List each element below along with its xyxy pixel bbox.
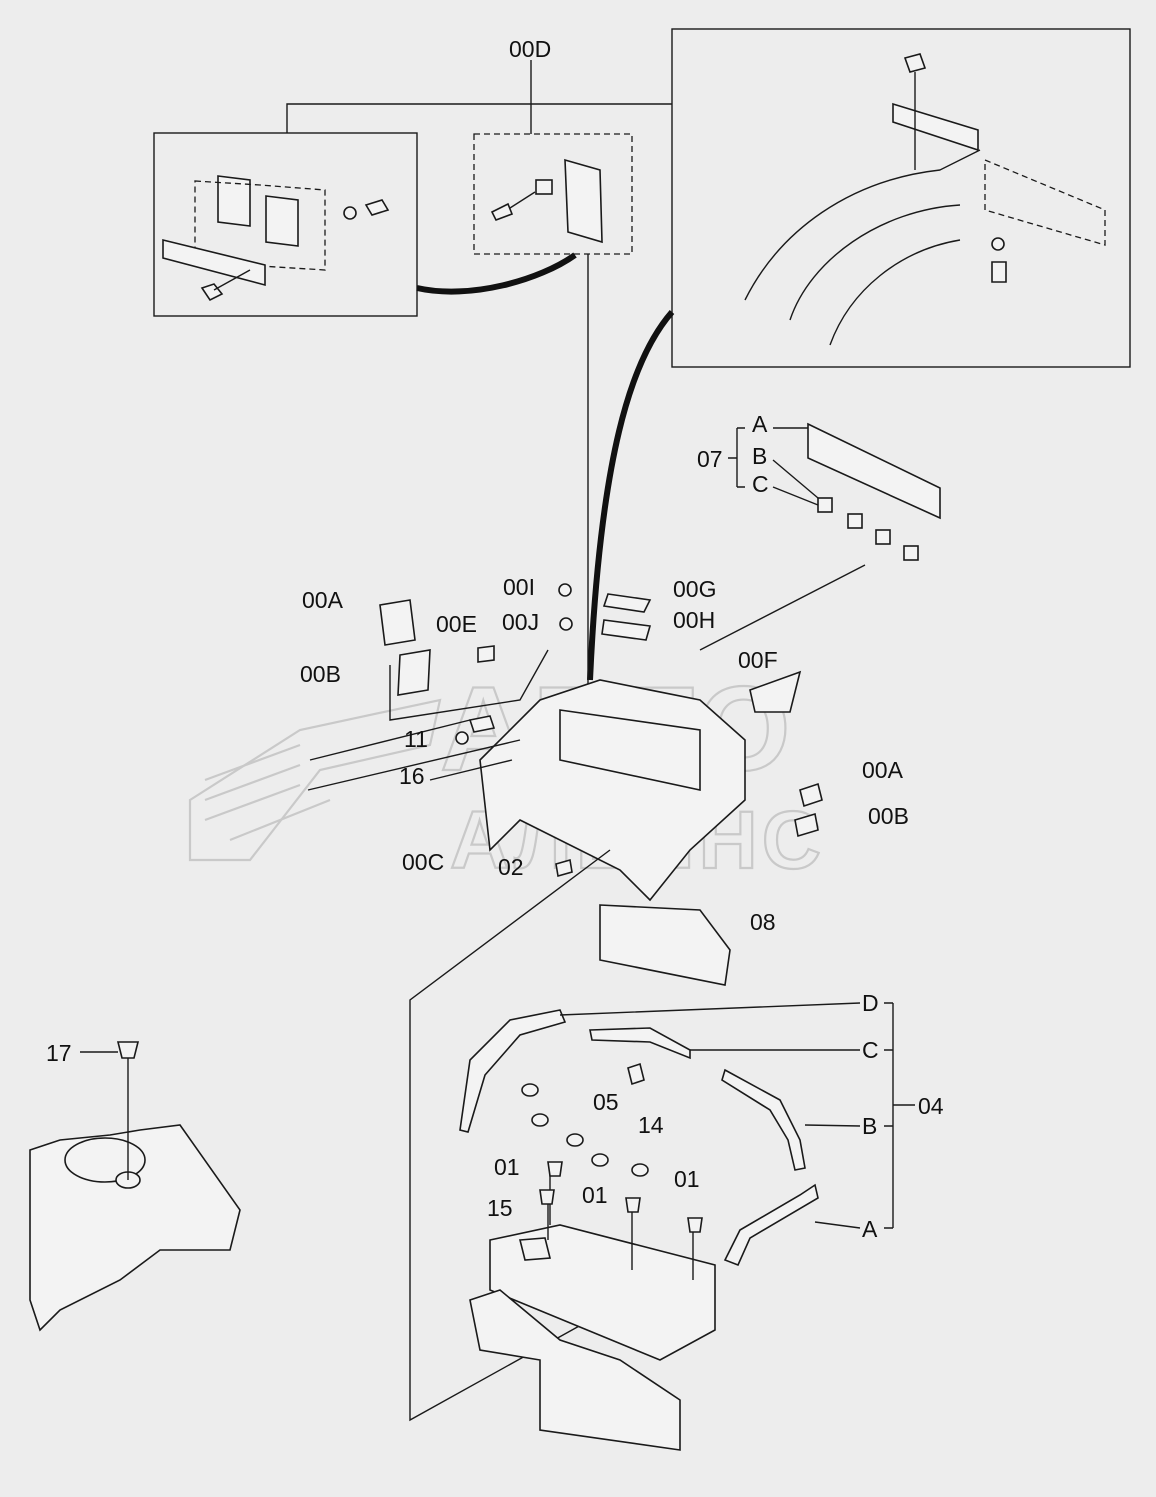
label-01-c: 01: [674, 1166, 700, 1192]
label-00I: 00I: [503, 574, 535, 600]
00D-detail-parts: [490, 158, 603, 244]
base-frame: [469, 1083, 716, 1451]
label-00H: 00H: [673, 607, 715, 633]
label-00A-right: 00A: [862, 757, 904, 783]
label-00B-left: 00B: [300, 661, 341, 687]
label-00B-right: 00B: [868, 803, 909, 829]
part-07: [699, 422, 941, 651]
label-00F: 00F: [738, 647, 778, 673]
right-detail-parts: [744, 53, 1106, 346]
label-05: 05: [593, 1089, 619, 1115]
label-07-B: B: [752, 443, 767, 469]
label-00C: 00C: [402, 849, 444, 875]
detail-frame-right: [671, 28, 1131, 368]
label-00J: 00J: [502, 609, 539, 635]
label-04-B: B: [862, 1113, 877, 1139]
label-01-a: 01: [494, 1154, 520, 1180]
label-17: 17: [46, 1040, 72, 1066]
label-00A-left: 00A: [302, 587, 344, 613]
detail-frame-left: [153, 132, 418, 317]
label-04-D: D: [862, 990, 879, 1016]
label-15: 15: [487, 1195, 513, 1221]
label-01-b: 01: [582, 1182, 608, 1208]
label-07-C: C: [752, 471, 769, 497]
part-labels: 00D 07 A B C 00A 00B 00E 00I 00J 00G 00H…: [46, 36, 944, 1242]
part-17-assembly: [29, 1041, 241, 1332]
label-07: 07: [697, 446, 723, 472]
label-07-A: A: [752, 411, 768, 437]
detail-frame-00D: [473, 133, 633, 255]
label-00D: 00D: [509, 36, 551, 62]
label-04-C: C: [862, 1037, 879, 1063]
detail-frames: [153, 28, 1131, 690]
central-console: [307, 583, 823, 1422]
label-04: 04: [918, 1093, 944, 1119]
label-14: 14: [638, 1112, 664, 1138]
label-08: 08: [750, 909, 776, 935]
part-04: [459, 1002, 915, 1267]
label-16: 16: [399, 763, 425, 789]
left-detail-parts: [162, 175, 390, 302]
label-11: 11: [404, 726, 428, 752]
label-02: 02: [498, 854, 524, 880]
label-00E: 00E: [436, 611, 477, 637]
label-00G: 00G: [673, 576, 716, 602]
label-04-A: A: [862, 1216, 878, 1242]
